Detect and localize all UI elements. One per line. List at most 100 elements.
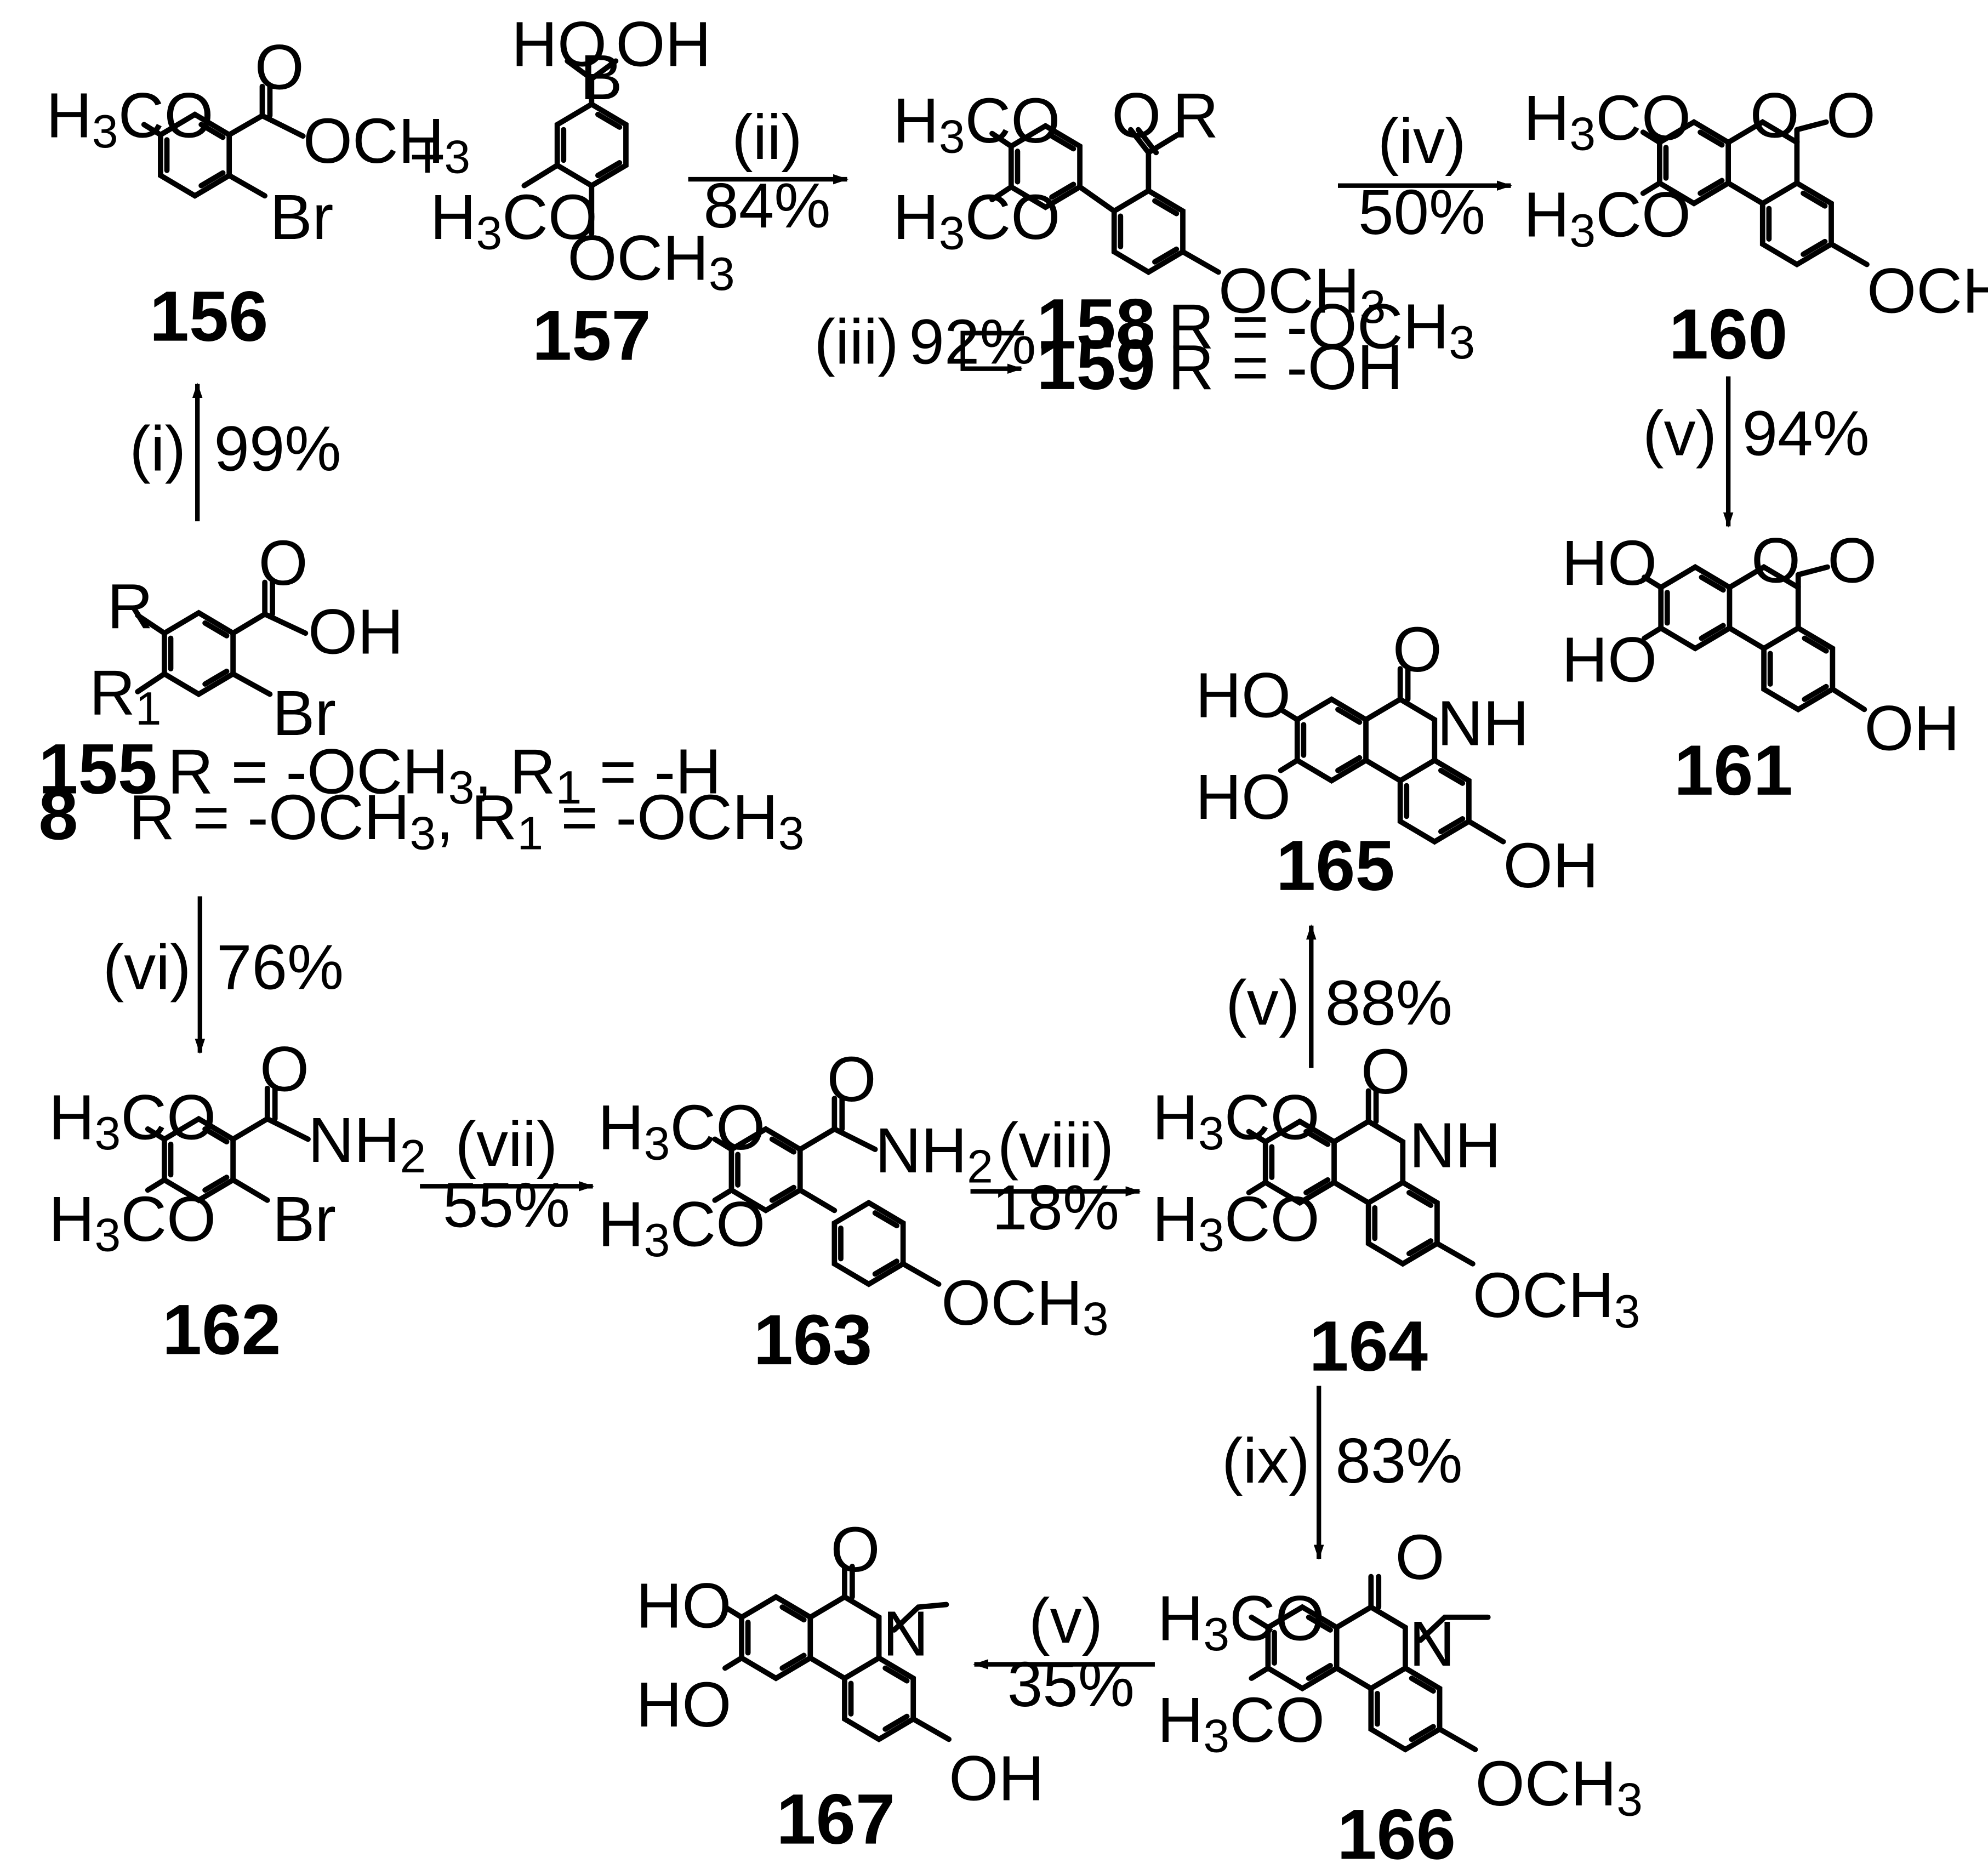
reaction-step-vi: (vi) 76% bbox=[103, 896, 344, 1055]
step-v-166-reagent: (v) bbox=[1029, 1585, 1103, 1656]
compound-155-r-group: R bbox=[107, 571, 153, 642]
compound-160-methoxy-top: H3CO bbox=[1524, 82, 1691, 161]
step-v-164-yield: 88% bbox=[1325, 967, 1452, 1039]
step-ix-reagent: (ix) bbox=[1222, 1425, 1310, 1496]
step-i-yield: 99% bbox=[214, 413, 341, 484]
compound-165: O NH HO HO OH 165 bbox=[1195, 614, 1598, 905]
reaction-step-ii: (ii) 84% bbox=[688, 101, 848, 241]
compound-164-methoxy-bottom: H3CO bbox=[1152, 1183, 1319, 1262]
compound-162-methoxy-top: H3CO bbox=[49, 1081, 216, 1160]
compound-156-structure bbox=[141, 83, 306, 199]
step-i-reagent: (i) bbox=[129, 413, 186, 484]
compound-164-number: 164 bbox=[1309, 1306, 1428, 1386]
step-v-160-reagent: (v) bbox=[1643, 397, 1717, 469]
compound-157-meta-methoxy: H3CO bbox=[430, 181, 597, 260]
compound-166-methoxy-top: H3CO bbox=[1158, 1582, 1325, 1661]
compound-157-structure bbox=[521, 58, 629, 237]
compound-167-hydroxy-right: OH bbox=[949, 1743, 1044, 1814]
compound-156-ester-methoxy: OCH3 bbox=[303, 105, 470, 184]
compound-157-boronic-oh-left: HO bbox=[511, 9, 607, 80]
compound-166-n-methyl-n: N bbox=[1409, 1608, 1455, 1679]
compound-164: O NH H3CO H3CO OCH3 164 bbox=[1152, 1036, 1640, 1386]
reaction-step-iv: (iv) 50% bbox=[1337, 105, 1512, 248]
compound-157-boron: B bbox=[580, 42, 622, 113]
reaction-step-v-166-to-167: (v) 35% bbox=[973, 1585, 1155, 1720]
compound-160-methoxy-right: OCH3 bbox=[1867, 255, 1988, 334]
compound-158-methoxy-right: OCH3 bbox=[1218, 255, 1386, 334]
compound-155-hydroxy: OH bbox=[308, 596, 403, 667]
compound-161-hydroxy-bottom: HO bbox=[1562, 624, 1657, 695]
step-viii-reagent: (viii) bbox=[998, 1110, 1114, 1181]
compound-163-methoxy-bottom: H3CO bbox=[598, 1188, 765, 1267]
compound-165-structure bbox=[1278, 666, 1506, 845]
step-v-164-reagent: (v) bbox=[1226, 967, 1300, 1039]
compound-158-methoxy-top: H3CO bbox=[893, 85, 1060, 163]
compound-167-number: 167 bbox=[776, 1779, 895, 1859]
compound-166: O N H3CO H3CO OCH3 166 bbox=[1158, 1522, 1643, 1869]
compound-156-number: 156 bbox=[150, 276, 269, 356]
compound-166-methoxy-bottom: H3CO bbox=[1158, 1684, 1325, 1763]
compound-167-hydroxy-top: HO bbox=[636, 1570, 731, 1641]
compound-156-ester-carbonyl-o: O bbox=[255, 31, 304, 102]
compound-161: O O HO HO OH 161 bbox=[1562, 525, 1959, 810]
compound-163: O NH2 H3CO H3CO OCH3 163 bbox=[598, 1044, 1109, 1380]
compound-164-structure bbox=[1246, 1088, 1476, 1267]
compound-160-methoxy-bottom: H3CO bbox=[1524, 179, 1691, 257]
compound-167-structure bbox=[722, 1564, 952, 1743]
compound-167-carbonyl-o: O bbox=[830, 1514, 880, 1585]
step-ix-yield: 83% bbox=[1335, 1425, 1462, 1496]
compound-166-methoxy-right: OCH3 bbox=[1476, 1748, 1643, 1826]
step-vii-yield: 55% bbox=[443, 1170, 570, 1241]
plus-sign: + bbox=[409, 121, 446, 192]
compound-160-structure bbox=[1640, 119, 1870, 268]
compound-155-r1-group: R1 bbox=[89, 657, 161, 736]
step-vi-reagent: (vi) bbox=[103, 932, 191, 1003]
compound-156-bromo: Br bbox=[270, 181, 333, 253]
compound-165-hydroxy-bottom: HO bbox=[1195, 761, 1291, 833]
compound-157: HO OH B H3CO OCH3 157 bbox=[430, 9, 735, 375]
compound-158-carbonyl-o: O bbox=[1112, 80, 1161, 151]
step-viii-yield: 18% bbox=[992, 1172, 1119, 1243]
compound-161-hydroxy-top: HO bbox=[1562, 527, 1657, 599]
compound-158-methoxy-bottom: H3CO bbox=[893, 181, 1060, 260]
compound-155-structure bbox=[135, 579, 309, 698]
step-iii-conditions: (iii)92% bbox=[814, 306, 1036, 377]
compound-160-number: 160 bbox=[1669, 294, 1788, 374]
step-ii-reagent: (ii) bbox=[732, 101, 802, 173]
compound-165-carbonyl-o: O bbox=[1393, 614, 1442, 685]
compound-161-carbonyl-o: O bbox=[1827, 525, 1877, 596]
reaction-step-v-164-to-165: (v) 88% bbox=[1226, 924, 1452, 1068]
compound-156: H3CO O OCH3 Br 156 bbox=[46, 31, 470, 356]
reaction-step-ix: (ix) 83% bbox=[1222, 1386, 1462, 1560]
compound-162: O NH2 H3CO H3CO Br 162 bbox=[49, 1033, 426, 1369]
compound-161-number: 161 bbox=[1674, 730, 1793, 810]
step-v-166-yield: 35% bbox=[1007, 1649, 1135, 1720]
step-vii-reagent: (vii) bbox=[455, 1108, 558, 1179]
compound-162-number: 162 bbox=[162, 1290, 281, 1370]
compound-163-para-methoxy: OCH3 bbox=[941, 1267, 1108, 1346]
step-v-160-yield: 94% bbox=[1742, 397, 1870, 469]
reaction-step-v-160-to-161: (v) 94% bbox=[1643, 376, 1870, 528]
compound-157-para-methoxy: OCH3 bbox=[567, 222, 734, 300]
compound-163-methoxy-top: H3CO bbox=[598, 1092, 765, 1170]
compound-162-amide-nh2: NH2 bbox=[308, 1104, 426, 1183]
compound-163-number: 163 bbox=[754, 1300, 873, 1380]
compound-157-number: 157 bbox=[532, 295, 651, 375]
compound-161-ring-oxygen: O bbox=[1751, 525, 1801, 596]
compound-165-hydroxy-top: HO bbox=[1195, 659, 1291, 731]
compound-162-bromo: Br bbox=[272, 1183, 336, 1255]
compound-160-ring-oxygen: O bbox=[1750, 80, 1799, 151]
compound-164-methoxy-top: H3CO bbox=[1152, 1081, 1319, 1160]
compound-161-structure bbox=[1642, 563, 1867, 713]
reaction-step-iii: (iii)92% bbox=[814, 306, 1036, 377]
compound-165-number: 165 bbox=[1276, 825, 1395, 905]
compound-167: O N HO HO OH 167 bbox=[636, 1514, 1044, 1859]
